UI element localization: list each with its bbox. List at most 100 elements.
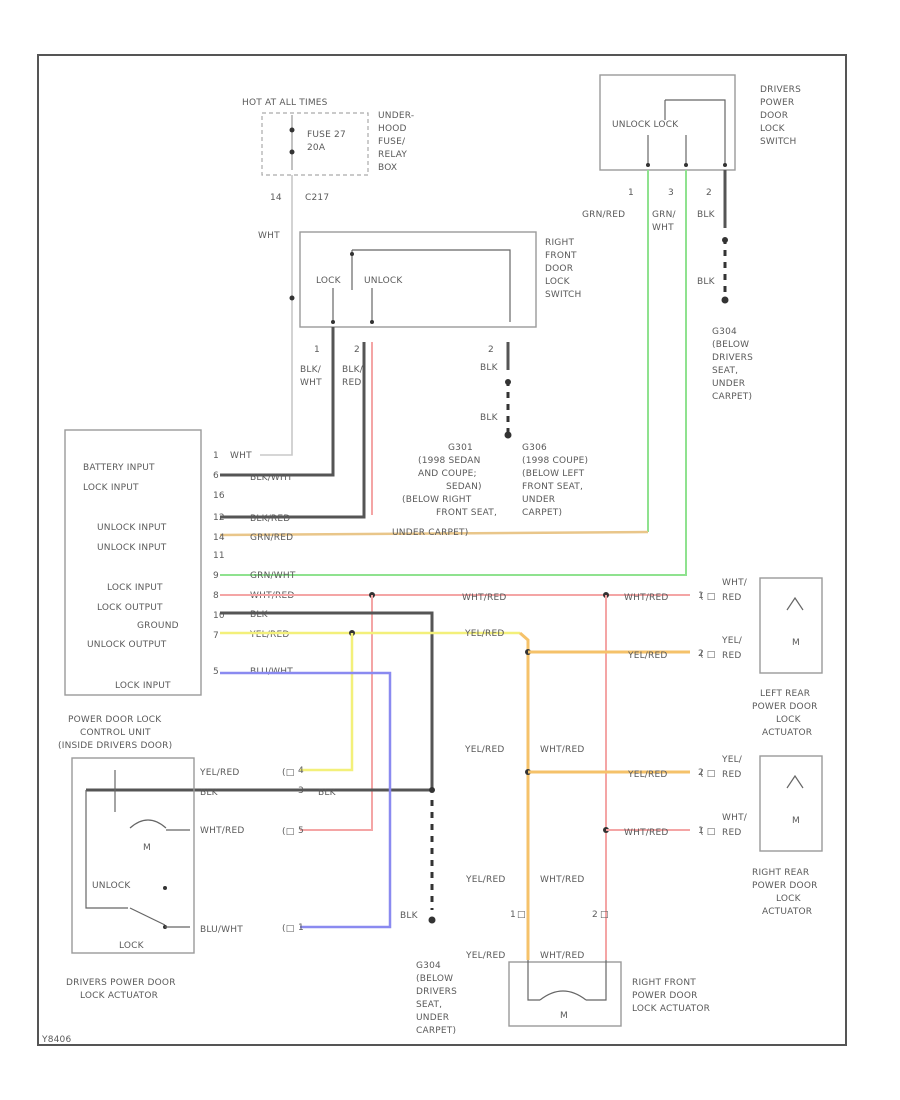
g306-5: UNDER [522,495,555,505]
fuse-box-outline [261,112,369,176]
right-switch-ground-lead [352,249,511,322]
fuse-rating-2: 20A [307,143,326,153]
right-switch-term-2 [370,320,374,324]
g301-4: SEDAN) [446,482,482,492]
ground-g304-upper [721,296,729,304]
driver-act-switch-arm [129,907,166,926]
figure-code: Y8406 [41,1035,71,1045]
drivers-switch-wire-blk: BLK [697,210,716,220]
rr-wire-yel-red-mid: YEL/RED [464,745,505,755]
drivers-switch-name-4: LOCK [760,124,786,134]
drivers-switch-name-5: SWITCH [760,137,797,147]
lr-wire-yel-1: YEL/ [721,636,743,646]
driver-act-pin-1: 1 [298,923,304,933]
conn-3: (□ [282,924,294,934]
g301-1: G301 [448,443,473,453]
fuse-box-location-1: UNDER- [378,111,414,121]
g304-bottom-1: G304 [416,961,441,971]
right-switch-lock-label: LOCK [316,276,342,286]
cu-pin-11: 11 [213,551,225,561]
lr-name-1: LEFT REAR [760,689,810,699]
driver-actuator-outline [71,757,195,954]
drivers-switch-contacts: UNLOCK LOCK [612,120,679,130]
cu-output-unlock: UNLOCK OUTPUT [87,640,167,650]
right-switch-name-3: DOOR [545,264,573,274]
g304-upper-3: DRIVERS [712,353,753,363]
cu-pin-9: 9 [213,571,219,581]
driver-act-motor: M [143,843,151,853]
g304-bottom-5: UNDER [416,1013,449,1023]
right-switch-wire-blk-red-1: BLK/ [342,365,364,375]
g306-3: (BELOW LEFT [522,469,585,479]
wire-grn-wht [220,170,687,576]
right-switch-wire-blk-1: BLK [480,363,499,373]
cu-input-lock-3: LOCK INPUT [115,681,171,691]
drivers-switch-wire-blk-2: BLK [697,277,716,287]
right-rear-outline [759,755,823,852]
fuse-terminal-bottom [289,149,295,155]
left-rear-power-door-lock-actuator: WHT/RED WHT/RED WHT/ RED YEL/RED YEL/RED… [462,577,823,738]
conn-2: (□ [282,827,294,837]
drivers-door-lock-switch: UNLOCK LOCK DRIVERS POWER DOOR LOCK SWIT… [582,74,801,287]
g304-upper-2: (BELOW [712,340,749,350]
drivers-switch-pin-1: 1 [628,188,634,198]
drivers-switch-wire-grn-wht-1: GRN/ [652,210,677,220]
right-switch-wire-blk-2: BLK [480,413,499,423]
g301-6: FRONT SEAT, [436,508,497,518]
rf-wire-wht-red-mid: WHT/RED [540,875,584,885]
right-front-outline [508,961,622,1027]
conn-8: □ [517,910,526,920]
cu-wire-blk: BLK [250,610,269,620]
fuse-box-connector: C217 [305,193,329,203]
right-switch-wire-blk-wht-1: BLK/ [300,365,322,375]
g301-7: UNDER CARPET) [392,528,468,538]
drivers-switch-ground-lead [665,99,726,165]
cu-ground: GROUND [137,621,179,631]
driver-act-pin-4: 4 [298,766,304,776]
rr-name-2: POWER DOOR [752,881,818,891]
cu-input-lock-2: LOCK INPUT [107,583,163,593]
ground-dot-mid [505,379,511,385]
wire-blu-wht [220,671,392,929]
right-switch-pivot-dot [350,252,354,256]
g304-bottom-3: DRIVERS [416,987,457,997]
cu-wire-yel-red: YEL/RED [249,630,290,640]
rr-wire-wht-red-near: WHT/RED [624,828,668,838]
ground-g304-bottom [428,916,436,924]
cu-wire-wht: WHT [230,451,252,461]
drivers-switch-term-3 [684,163,688,167]
right-switch-pin-2: 2 [354,345,360,355]
ground-dot-upper [722,237,728,243]
cu-output-lock: LOCK OUTPUT [97,603,163,613]
fuse-box-location-2: HOOD [378,124,407,134]
cu-pin-8: 8 [213,591,219,601]
rr-wire-wht-red-mid: WHT/RED [540,745,584,755]
ground-labels-g301-g306: G301 (1998 SEDAN AND COUPE; SEDAN) (BELO… [392,443,588,538]
fuse-box-wire-color: WHT [258,231,280,241]
lr-name-4: ACTUATOR [762,728,812,738]
drivers-switch-wire-grn-red: GRN/RED [582,210,625,220]
driver-act-pin-3: 3 [298,786,304,796]
rf-motor: M [560,1011,568,1021]
cu-wire-grn-wht: GRN/WHT [250,571,296,581]
lr-pin-1: 1 [698,591,704,601]
lr-motor-arc [786,596,804,611]
g304-bottom-4: SEAT, [416,1000,442,1010]
drivers-switch-outline [599,74,736,171]
rf-name-2: POWER DOOR [632,991,698,1001]
cu-pin-16: 16 [213,491,225,501]
splice-blk [429,787,435,793]
right-switch-wire-blk-red-2: RED [342,378,361,388]
connector-symbols: (□ (□ (□ ( □ ( □ ( □ ( □ □ □ [282,592,715,934]
fuse-relay-box: HOT AT ALL TIMES FUSE 27 20A UNDER- HOOD… [242,98,414,241]
wire-wht-red-driver [300,595,373,831]
g306-1: G306 [522,443,547,453]
cu-pin-12: 12 [213,513,225,523]
rr-motor: M [792,816,800,826]
drivers-switch-name-2: POWER [760,98,794,108]
left-rear-outline [759,577,823,674]
fuse-rating-1: FUSE 27 [307,130,346,140]
g301-5: (BELOW RIGHT [402,495,472,505]
lr-wire-wht-1: WHT/ [722,578,748,588]
right-switch-name-4: LOCK [545,277,571,287]
